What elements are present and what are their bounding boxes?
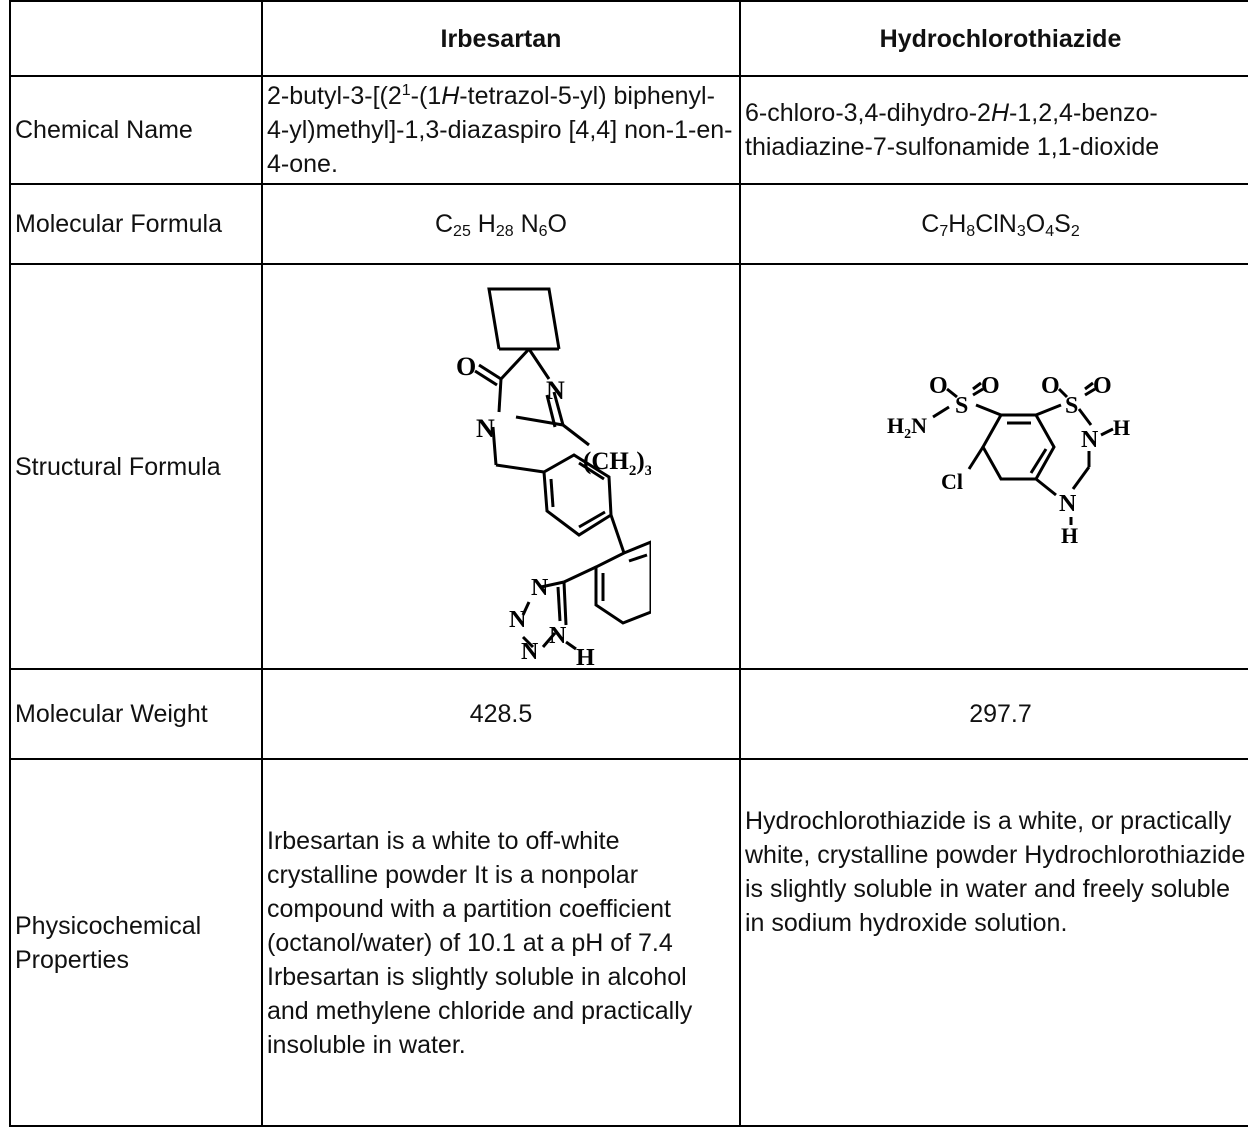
irb-tetrazole-n3: N [521,639,539,665]
irb-tetrazole-n4: N [549,623,567,649]
hctz-chemical-name: 6-chloro-3,4-dihydro-2H-1,2,4-benzo-thia… [739,75,1248,185]
hctz-amine-h2n: H2N [887,413,927,442]
hctz-structure-diagram: O S O O S O H2N Cl N H N H [887,377,1130,548]
hctz-atom-cl: Cl [941,469,963,494]
molecular-weight-label: Molecular Weight [9,668,263,760]
molecular-formula-row: Molecular Formula C25 H28 N6O C7H8ClN3O4… [9,183,1248,265]
hctz-amine-n: N [911,413,927,438]
chemical-name-label: Chemical Name [9,75,263,185]
irb-chain-paren: ) [636,448,644,475]
irb-atom-o: O [456,352,476,381]
hctz-properties: Hydrochlorothiazide is a white, or pract… [739,758,1248,1127]
hctz-atom-o4: O [1093,377,1112,399]
irb-tetrazole-n1: N [531,575,549,601]
irb-name-italic-h: H [441,82,460,110]
irb-tetrazole-h: H [576,645,595,667]
irbesartan-properties: Irbesartan is a white to off-white cryst… [261,758,741,1127]
structural-formula-row: Structural Formula [9,263,1248,670]
irb-name-part3: -tetrazol-5-yl) biphenyl-4-yl)methyl]-1,… [267,82,733,178]
hctz-name-italic-h: H [990,99,1010,127]
irb-name-part2: -(1 [410,82,442,110]
irb-formula-o: O [547,210,567,238]
hctz-formula-h: H [948,210,967,238]
molecular-formula-label: Molecular Formula [9,183,263,265]
hctz-formula-cln: ClN [975,210,1017,238]
irbesartan-molecular-weight: 428.5 [261,668,741,760]
irb-name-part1: 2-butyl-3-[(2 [267,82,402,110]
hctz-atom-s2: S [1065,393,1078,419]
hctz-molecular-formula: C7H8ClN3O4S2 [739,183,1248,265]
hctz-atom-h2: H [1061,523,1078,548]
properties-label: Physicochemical Properties [9,758,263,1127]
irb-name-superscript: 1 [401,82,411,99]
irb-tetrazole-n2: N [509,607,527,633]
irb-formula-sub-28: 28 [495,223,514,240]
hctz-atom-n1: N [1081,427,1099,453]
irbesartan-structure-cell: O N N (CH2)3CH3 N N N N H [261,263,741,670]
irb-formula-c: C [434,210,454,238]
header-irbesartan: Irbesartan [261,0,741,77]
hctz-formula-sub-2: 2 [1070,223,1080,240]
chemical-name-row: Chemical Name 2-butyl-3-[(21-(1H-tetrazo… [9,75,1248,185]
hctz-molecular-weight: 297.7 [739,668,1248,760]
irb-formula-n: N [513,210,539,238]
irb-atom-n2: N [476,414,495,443]
hctz-formula-o: O [1025,210,1046,238]
irb-butyl-chain: (CH2)3CH3 [583,448,651,479]
drug-comparison-table: Irbesartan Hydrochlorothiazide Chemical … [9,0,1248,1127]
hctz-amine-h: H [887,413,904,438]
hctz-name-part1: 6-chloro-3,4-dihydro-2 [745,99,991,127]
hctz-formula-c: C [921,210,940,238]
irb-chain-ch: (CH [583,448,629,475]
hctz-structure-cell: O S O O S O H2N Cl N H N H [739,263,1248,670]
hctz-atom-o3: O [1041,377,1060,399]
hctz-atom-o2: O [981,377,1000,399]
hctz-atom-o1: O [929,377,948,399]
irbesartan-chemical-name: 2-butyl-3-[(21-(1H-tetrazol-5-yl) biphen… [261,75,741,185]
irb-formula-h: H [470,210,496,238]
irb-chain-sub3: 3 [645,463,651,479]
irb-formula-sub-25: 25 [453,223,471,240]
hctz-formula-sub-4: 4 [1045,223,1055,240]
hctz-name-part2: -1,2,4-benzo-thiadiazine-7-sulfonamide 1… [745,99,1160,161]
header-row: Irbesartan Hydrochlorothiazide [9,0,1248,77]
irb-atom-n1: N [546,376,565,405]
physicochemical-properties-row: Physicochemical Properties Irbesartan is… [9,758,1248,1127]
header-blank-cell [9,0,263,77]
irb-formula-sub-6: 6 [538,223,548,240]
hctz-formula-sub-3: 3 [1016,223,1026,240]
header-hydrochlorothiazide: Hydrochlorothiazide [739,0,1248,77]
hctz-atom-s1: S [955,393,968,419]
hctz-formula-sub-7: 7 [939,223,949,240]
irbesartan-structure-diagram: O N N (CH2)3CH3 N N N N H [456,287,651,667]
molecular-weight-row: Molecular Weight 428.5 297.7 [9,668,1248,760]
hctz-formula-sub-8: 8 [966,223,976,240]
irbesartan-molecular-formula: C25 H28 N6O [261,183,741,265]
hctz-amine-sub2: 2 [904,427,911,442]
irb-chain-sub2: 2 [629,463,637,479]
structural-formula-label: Structural Formula [9,263,263,670]
hctz-formula-s: S [1054,210,1071,238]
hctz-atom-n2: N [1059,491,1077,517]
hctz-atom-h1: H [1113,415,1130,440]
